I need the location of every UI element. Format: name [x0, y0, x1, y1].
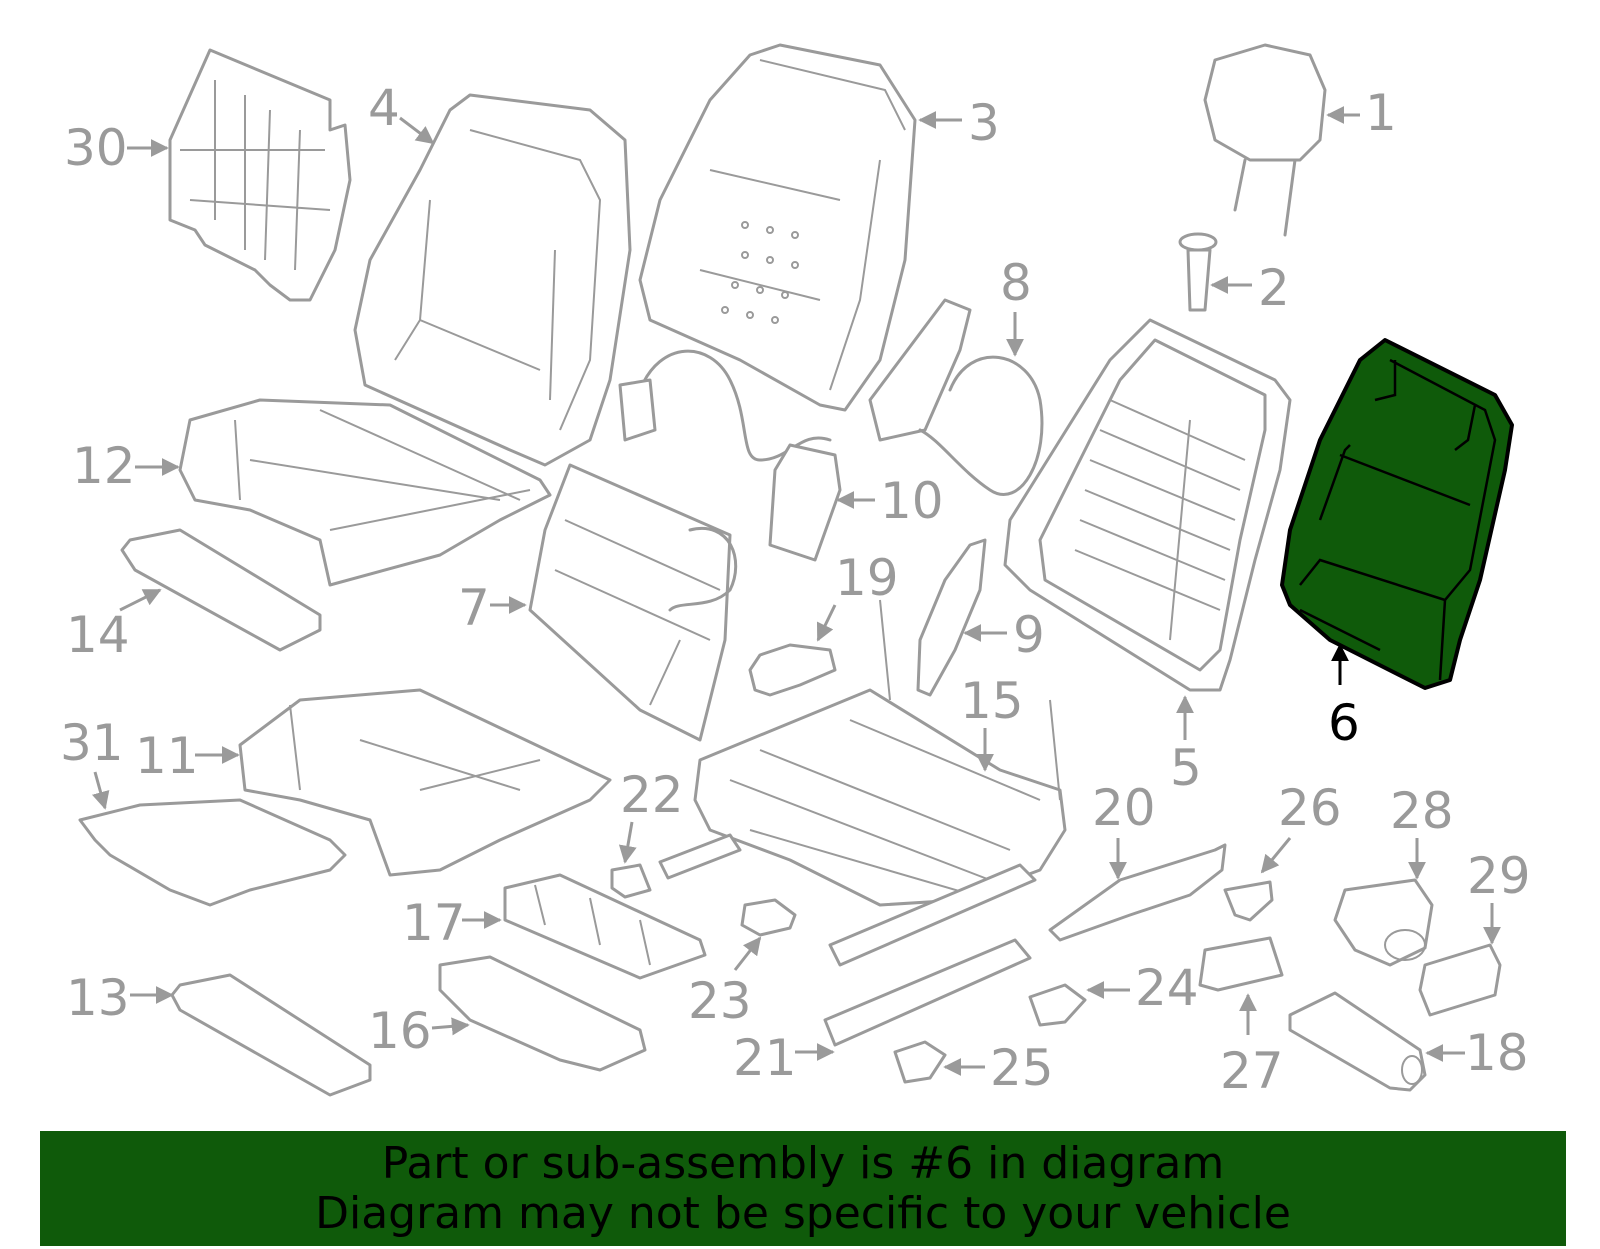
part-24-trim-cover[interactable] [1028, 983, 1087, 1027]
part-16-tray[interactable] [438, 955, 647, 1072]
part-10-harness[interactable] [618, 349, 842, 562]
part-31-cushion-pan[interactable] [78, 798, 347, 907]
callout-1: 1 [1365, 84, 1397, 142]
callout-26: 26 [1278, 779, 1342, 837]
part-11-cushion-foam[interactable] [238, 688, 612, 877]
callout-10: 10 [880, 472, 944, 530]
part-25-trim-cover[interactable] [893, 1040, 947, 1084]
callout-19: 19 [835, 549, 899, 607]
callout-14: 14 [66, 606, 130, 664]
part-12-cushion-cover[interactable] [178, 398, 552, 587]
part-2-headrest-guide[interactable] [1178, 232, 1218, 312]
part-20-side-trim[interactable] [1048, 843, 1227, 942]
callout-27: 27 [1220, 1042, 1284, 1100]
part-21-seat-rail[interactable] [823, 863, 1037, 1047]
callout-13: 13 [66, 969, 130, 1027]
part-14-pad[interactable] [120, 528, 322, 652]
parts-diagram: 1 2 3 4 5 6 7 8 9 10 11 12 13 14 15 16 1 [60, 43, 1531, 1100]
part-18-motor[interactable] [1288, 991, 1427, 1092]
part-29-switch[interactable] [1418, 943, 1502, 1017]
callout-8: 8 [1000, 254, 1032, 312]
part-17-module[interactable] [503, 873, 707, 980]
part-8-wiring-harness[interactable] [868, 298, 1044, 496]
callout-30: 30 [64, 119, 128, 177]
callout-4: 4 [368, 79, 400, 137]
callout-31: 31 [60, 714, 124, 772]
part-6-backrest-panel-highlighted[interactable] [1280, 338, 1514, 690]
callout-15: 15 [960, 672, 1024, 730]
callout-9: 9 [1013, 606, 1045, 664]
info-banner: Part or sub-assembly is #6 in diagram Di… [40, 1131, 1566, 1246]
callout-23: 23 [688, 972, 752, 1030]
callout-6: 6 [1328, 694, 1360, 752]
callout-25: 25 [990, 1039, 1054, 1097]
part-15-seat-frame[interactable] [693, 599, 1067, 907]
callout-12: 12 [72, 437, 136, 495]
part-23-knob[interactable] [740, 898, 797, 937]
callout-18: 18 [1465, 1024, 1529, 1082]
callout-2: 2 [1258, 259, 1290, 317]
part-1-headrest[interactable] [1203, 43, 1327, 237]
part-26-knob[interactable] [1223, 880, 1274, 922]
callout-16: 16 [368, 1002, 432, 1060]
part-5-backrest-frame[interactable] [1003, 318, 1292, 692]
part-3-backrest-trim[interactable] [638, 43, 917, 412]
part-13-pad[interactable] [170, 973, 372, 1097]
callout-17: 17 [402, 894, 466, 952]
callout-3: 3 [968, 94, 1000, 152]
part-30-back-panel[interactable] [168, 48, 352, 302]
callout-28: 28 [1390, 782, 1454, 840]
callout-7: 7 [458, 579, 490, 637]
banner-line-1: Part or sub-assembly is #6 in diagram [381, 1137, 1225, 1189]
part-9-side-trim[interactable] [916, 538, 987, 697]
part-4-backrest-cover[interactable] [353, 93, 632, 467]
part-22-clip[interactable] [610, 863, 652, 899]
part-27-switch[interactable] [1198, 936, 1284, 992]
perforation-dots [721, 221, 799, 324]
callouts: 1 2 3 4 5 6 7 8 9 10 11 12 13 14 15 16 1 [60, 79, 1531, 1100]
seat-track-left [658, 833, 742, 880]
callout-11: 11 [135, 727, 199, 785]
callout-21: 21 [733, 1029, 797, 1087]
part-7-heater-mat[interactable] [528, 463, 738, 742]
banner-line-2: Diagram may not be specific to your vehi… [315, 1187, 1291, 1239]
part-19-bracket[interactable] [748, 643, 837, 697]
callout-22: 22 [620, 766, 684, 824]
callout-29: 29 [1467, 847, 1531, 905]
callout-24: 24 [1135, 959, 1199, 1017]
callout-5: 5 [1170, 739, 1202, 797]
part-28-motor[interactable] [1333, 878, 1434, 967]
callout-20: 20 [1092, 779, 1156, 837]
